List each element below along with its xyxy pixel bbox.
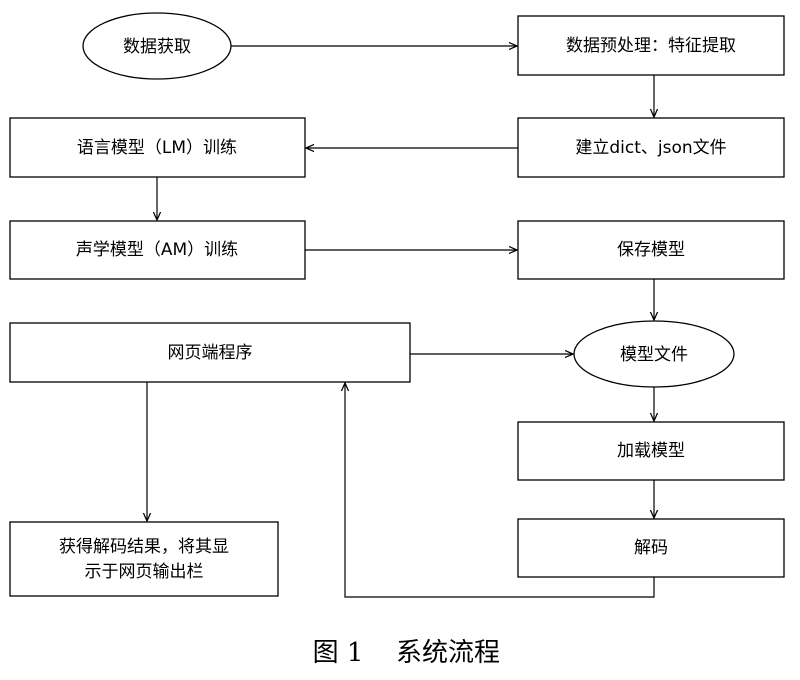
preprocessing-node [517, 15, 785, 76]
preprocessing-label: 数据预处理：特征提取 [566, 36, 736, 56]
save-model-node [517, 220, 785, 280]
decode-label: 解码 [634, 538, 668, 558]
decode-node [517, 518, 785, 578]
save-model-label: 保存模型 [617, 240, 685, 260]
result-label-line1: 获得解码结果，将其显 [59, 537, 229, 557]
figure-number: 图 1 [313, 638, 364, 668]
edge-decode-to-web-program [345, 383, 655, 598]
figure-title: 系统流程 [396, 638, 500, 668]
lm-training-label: 语言模型（LM）训练 [77, 138, 237, 158]
result-node [9, 521, 279, 597]
build-dict-node [517, 117, 785, 178]
data-acquisition-label: 数据获取 [123, 37, 191, 57]
load-model-node [517, 421, 785, 481]
am-training-node [9, 220, 306, 280]
web-program-label: 网页端程序 [168, 343, 253, 363]
web-program-node [9, 322, 411, 383]
lm-training-node [9, 117, 306, 178]
model-file-label: 模型文件 [620, 345, 688, 365]
build-dict-label: 建立dict、json文件 [575, 138, 726, 158]
load-model-label: 加载模型 [617, 441, 685, 461]
result-label-line2: 示于网页输出栏 [85, 562, 204, 582]
am-training-label: 声学模型（AM）训练 [76, 240, 238, 260]
